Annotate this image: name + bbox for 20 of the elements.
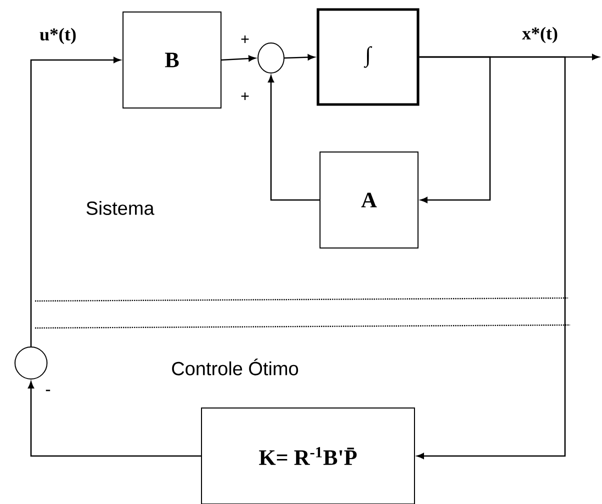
- arrow: [284, 54, 315, 60]
- sign-label: +: [241, 36, 249, 43]
- block-box: A: [320, 152, 418, 248]
- block-box: B: [122, 12, 222, 108]
- arrow: [268, 75, 320, 201]
- summing-junction: [258, 42, 284, 74]
- region-label: Controle Ótimo: [172, 358, 298, 376]
- sign-label: +: [241, 92, 249, 100]
- arrow: [416, 56, 566, 459]
- sign-label: -: [46, 390, 50, 392]
- edge-label: u*(t): [38, 26, 78, 46]
- arrow: [30, 57, 121, 346]
- block-box: K= R$^{-1}$B'P̄: [201, 408, 415, 504]
- edge-label: x*(t): [521, 26, 559, 44]
- region-label: Sistema: [86, 201, 154, 215]
- arrow: [419, 56, 491, 203]
- arrow: [28, 381, 201, 457]
- arrow: [221, 55, 256, 62]
- summing-junction: [14, 346, 48, 380]
- integrator-box: ∫: [316, 8, 420, 106]
